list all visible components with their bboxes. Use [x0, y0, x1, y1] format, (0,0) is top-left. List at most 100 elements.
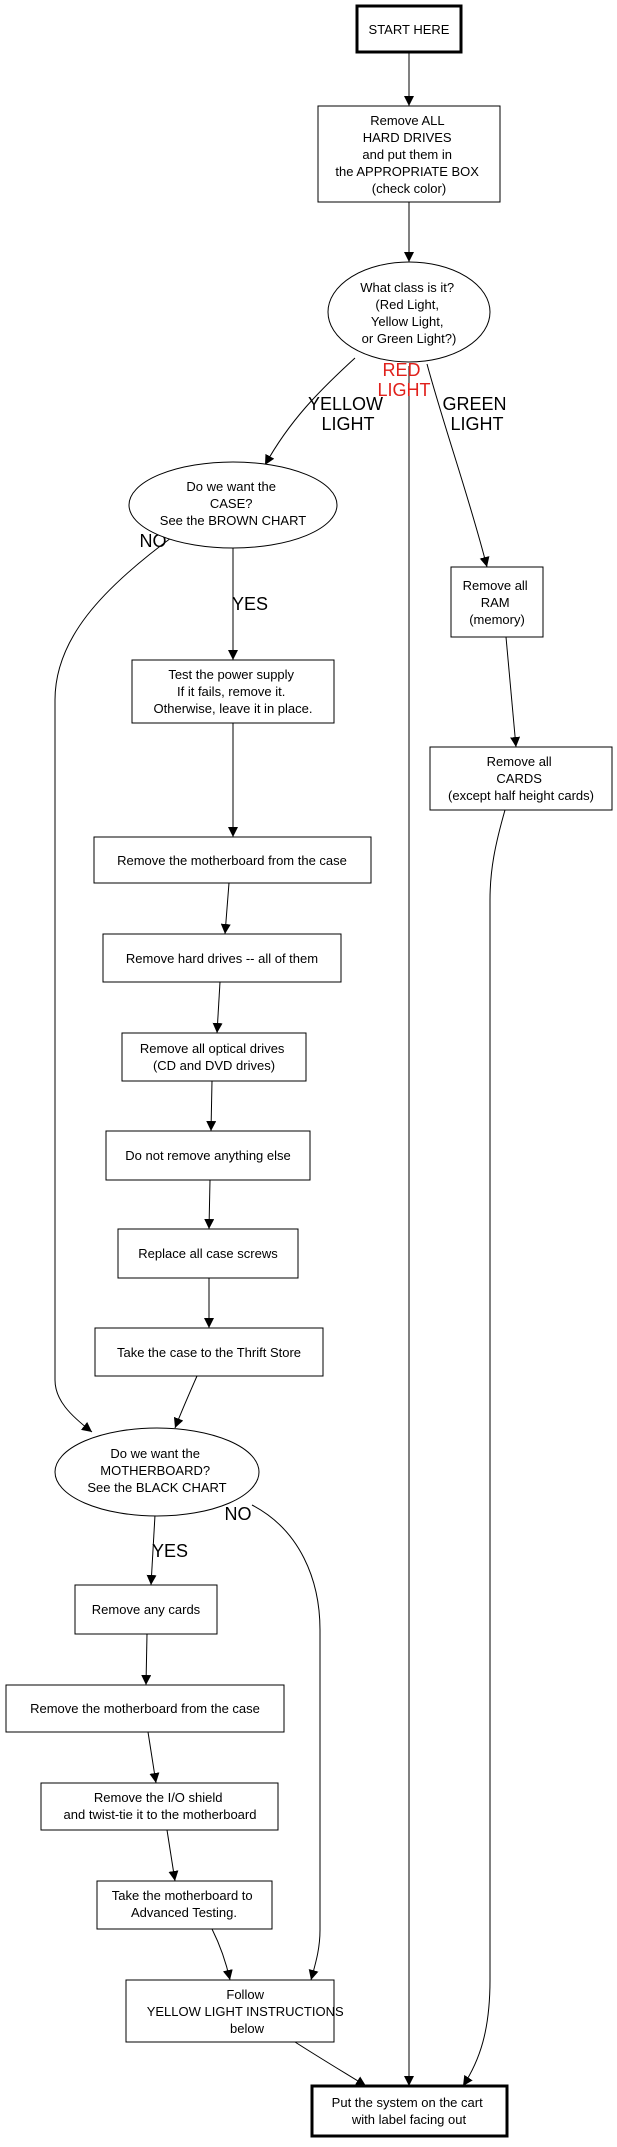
edge-label-red-line-2: LIGHT [377, 380, 430, 400]
svg-text:Test the power supply: Test the power supply If it fails, remov… [154, 667, 313, 716]
node-want-motherboard: Do we want the MOTHERBOARD? See the BLAC… [54, 1427, 260, 1517]
edge-label-yellow: YELLOW LIGHT [308, 394, 388, 434]
node-test-power-supply-line-3: Otherwise, leave it in place. [154, 701, 313, 716]
node-what-class-line-4: or Green Light?) [362, 331, 457, 346]
node-advanced-testing-line-2: Advanced Testing. [131, 1905, 237, 1920]
node-advanced-testing: Take the motherboard to Advanced Testing… [96, 1880, 273, 1930]
node-remove-all-cards-line-2: CARDS [496, 771, 542, 786]
node-want-motherboard-line-1: Do we want the [110, 1446, 200, 1461]
edge-mb-no [251, 1504, 321, 1981]
node-thrift-store-line-1: Take the case to the Thrift Store [117, 1345, 301, 1360]
edge-mb2-to-io [147, 1731, 160, 1784]
svg-text:START HERE: START HERE [369, 22, 450, 37]
node-remove-hard-drives-all: Remove hard drives -- all of them [102, 933, 342, 983]
node-remove-ram: Remove all RAM (memory) [450, 566, 544, 638]
node-remove-io-shield-line-1: Remove the I/O shield [94, 1790, 223, 1805]
edge-labels: YELLOW LIGHT RED LIGHT GREEN LIGHT NO YE… [140, 360, 511, 1561]
svg-text:Replace all case screws: Replace all case screws [138, 1246, 278, 1261]
svg-text:Follow YELLOW LIGHT IN: Follow YELLOW LIGHT INSTRUCTIONS below [147, 1987, 348, 2036]
svg-text:Remove all RAM: Remove all RAM (memory) [463, 578, 532, 627]
edge-label-green: GREEN LIGHT [442, 394, 511, 434]
node-remove-any-cards: Remove any cards [74, 1584, 218, 1635]
node-remove-all-hard-drives: Remove ALL HARD DRIVES and put them in t… [317, 105, 501, 203]
edges [54, 52, 521, 2087]
node-start-here: START HERE [355, 4, 463, 54]
node-want-motherboard-line-2: MOTHERBOARD? [100, 1463, 210, 1478]
node-want-motherboard-line-3: See the BLACK CHART [87, 1480, 226, 1495]
node-what-class: What class is it? (Red Light, Yellow Lig… [327, 261, 491, 363]
edge-all-cards-to-cart [462, 809, 506, 2087]
node-put-on-cart-line-1: Put the system on the cart [332, 2095, 483, 2110]
edge-mb-yes [146, 1514, 157, 1586]
svg-text:Remove all optical drives: Remove all optical drives (CD and DVD dr… [140, 1041, 288, 1073]
edge-ram-to-all-cards [505, 636, 521, 748]
node-what-class-line-2: (Red Light, [375, 297, 439, 312]
node-replace-case-screws-line-1: Replace all case screws [138, 1246, 278, 1261]
node-advanced-testing-line-1: Take the motherboard to [112, 1888, 253, 1903]
node-remove-ram-line-2: RAM [481, 595, 510, 610]
node-test-power-supply: Test the power supply If it fails, remov… [131, 659, 335, 724]
node-remove-all-cards-line-3: (except half height cards) [448, 788, 594, 803]
edge-io-to-adv [166, 1829, 179, 1882]
node-remove-all-cards: Remove all CARDS (except half height car… [429, 746, 613, 811]
svg-text:Remove any cards: Remove any cards [92, 1602, 201, 1617]
node-put-on-cart: Put the system on the cart with label fa… [310, 2084, 509, 2138]
node-follow-yellow-line-1: Follow [226, 1987, 264, 2002]
node-remove-all-hard-drives-line-2: HARD DRIVES [363, 130, 452, 145]
edge-label-case-yes: YES [232, 594, 268, 614]
node-what-class-line-3: Yellow Light, [371, 314, 444, 329]
edge-mb1-to-hd-all [220, 882, 231, 935]
edge-label-mb-yes: YES [152, 1541, 188, 1561]
node-remove-any-cards-line-1: Remove any cards [92, 1602, 201, 1617]
edge-label-mb-no: NO [225, 1504, 252, 1524]
svg-text:Do we want the CASE?: Do we want the CASE? See the BROWN CHART [160, 479, 306, 528]
node-remove-all-hard-drives-line-4: the APPROPRIATE BOX [335, 164, 479, 179]
edge-case-no [54, 534, 176, 1433]
node-remove-all-hard-drives-line-1: Remove ALL [370, 113, 444, 128]
node-remove-optical-drives-line-1: Remove all optical drives [140, 1041, 285, 1056]
nodes: START HERE Remove ALL HARD DRIVES and pu… [5, 4, 613, 2138]
node-remove-all-cards-line-1: Remove all [487, 754, 552, 769]
node-remove-all-hard-drives-line-3: and put them in [362, 147, 452, 162]
edge-label-red-line-1: RED [382, 360, 420, 380]
node-remove-motherboard-2-line-1: Remove the motherboard from the case [30, 1701, 260, 1716]
edge-label-red: RED LIGHT [377, 360, 430, 400]
node-replace-case-screws: Replace all case screws [117, 1228, 299, 1279]
svg-text:Remove ALL HARD DRIVES: Remove ALL HARD DRIVES and put them in t… [335, 113, 482, 196]
node-remove-motherboard-1-line-1: Remove the motherboard from the case [117, 853, 347, 868]
edge-class-yellow [264, 357, 356, 466]
svg-text:Remove hard drives -- all of t: Remove hard drives -- all of them [126, 951, 318, 966]
node-thrift-store: Take the case to the Thrift Store [94, 1327, 324, 1377]
node-do-not-remove: Do not remove anything else [105, 1130, 311, 1181]
svg-text:Remove the motherboard from th: Remove the motherboard from the case [30, 1701, 260, 1716]
node-remove-optical-drives: Remove all optical drives (CD and DVD dr… [121, 1032, 307, 1082]
node-remove-motherboard-2: Remove the motherboard from the case [5, 1684, 285, 1733]
svg-text:Remove the I/O shield: Remove the I/O shield and twist-tie it t… [64, 1790, 257, 1822]
node-want-case: Do we want the CASE? See the BROWN CHART [128, 461, 338, 549]
node-want-case-line-2: CASE? [210, 496, 253, 511]
svg-text:Remove the motherboard from th: Remove the motherboard from the case [117, 853, 347, 868]
edge-follow-to-cart [294, 2041, 367, 2087]
node-follow-yellow-line-3: below [230, 2021, 265, 2036]
edge-optical-to-nothing [206, 1080, 217, 1132]
edge-label-yellow-line-2: LIGHT [321, 414, 374, 434]
node-remove-hard-drives-all-line-1: Remove hard drives -- all of them [126, 951, 318, 966]
edge-label-yellow-line-1: YELLOW [308, 394, 383, 414]
svg-text:Remove all CARDS: Remove all CARDS (except half height car… [448, 754, 594, 803]
edge-hd-all-to-optical [212, 981, 223, 1034]
svg-text:Take the case to the Thrift St: Take the case to the Thrift Store [117, 1345, 301, 1360]
node-remove-motherboard-1: Remove the motherboard from the case [93, 836, 372, 884]
node-remove-ram-line-1: Remove all [463, 578, 528, 593]
node-what-class-line-1: What class is it? [360, 280, 454, 295]
node-remove-io-shield: Remove the I/O shield and twist-tie it t… [40, 1782, 279, 1831]
node-do-not-remove-line-1: Do not remove anything else [125, 1148, 290, 1163]
node-test-power-supply-line-2: If it fails, remove it. [177, 684, 285, 699]
node-want-case-line-1: Do we want the [186, 479, 276, 494]
edge-label-green-line-1: GREEN [442, 394, 506, 414]
node-follow-yellow-line-2: YELLOW LIGHT INSTRUCTIONS [147, 2004, 344, 2019]
node-remove-optical-drives-line-2: (CD and DVD drives) [153, 1058, 275, 1073]
node-test-power-supply-line-1: Test the power supply [168, 667, 294, 682]
node-remove-all-hard-drives-line-5: (check color) [372, 181, 446, 196]
svg-text:Take the motherboard to: Take the motherboard to Advanced Testing… [112, 1888, 257, 1920]
